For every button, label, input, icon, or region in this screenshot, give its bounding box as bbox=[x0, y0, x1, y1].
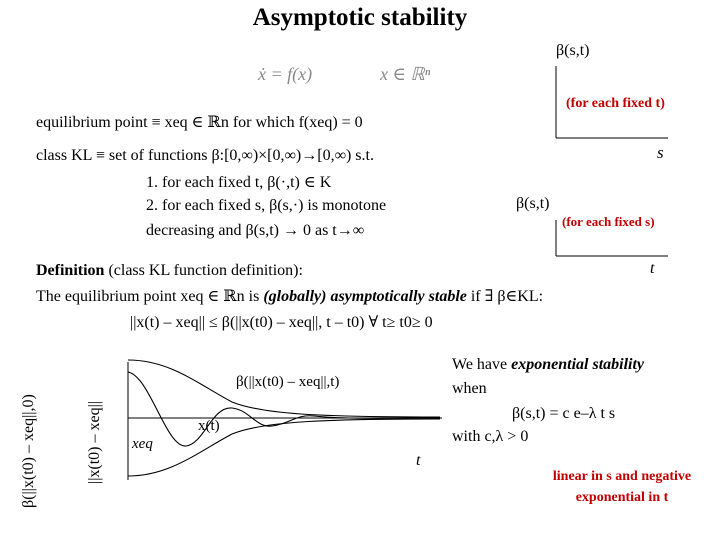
mid-graph-label: β(s,t) bbox=[516, 195, 550, 212]
definition-line-2: The equilibrium point xeq ∈ ℝn is (globa… bbox=[36, 286, 543, 306]
class-kl-line-4: decreasing and β(s,t) → 0 as t→∞ bbox=[146, 222, 365, 239]
definition-line-1: Definition (class KL function definition… bbox=[36, 262, 303, 280]
bottom-plot-trajectory-label: x(t) bbox=[198, 418, 220, 434]
bottom-plot bbox=[127, 359, 442, 480]
exp-stability-emphasis: exponential stability bbox=[511, 356, 645, 373]
mid-graph-axis-label: t bbox=[650, 260, 655, 277]
top-graph-axis-label: s bbox=[657, 143, 664, 162]
top-graph-label: β(s,t) bbox=[556, 42, 590, 59]
class-kl-line-3: 2. for each fixed s, β(s,·) is monotone bbox=[146, 197, 387, 214]
definition-head-rest: (class KL function definition): bbox=[108, 262, 303, 279]
exp-stability-note: linear in s and negative exponential in … bbox=[552, 469, 692, 505]
exp-stability-line-2: when bbox=[452, 380, 487, 397]
bottom-plot-trajectory bbox=[127, 371, 441, 447]
bottom-plot-lower-bound bbox=[127, 418, 441, 477]
bottom-plot-t-label: t bbox=[416, 452, 421, 469]
exp-stability-pre: We have bbox=[452, 356, 508, 373]
definition-emphasis: (globally) asymptotically stable bbox=[263, 288, 467, 305]
mid-graph-note: (for each fixed s) bbox=[562, 214, 655, 229]
definition-line-2-pre: The equilibrium point xeq ∈ ℝn is bbox=[36, 288, 260, 305]
top-graph bbox=[555, 66, 668, 139]
class-kl-line-1: class KL ≡ set of functions β:[0,∞)×[0,∞… bbox=[36, 147, 374, 164]
mid-graph bbox=[555, 220, 668, 257]
top-graph-note: (for each fixed t) bbox=[566, 96, 665, 111]
exp-stability-condition: with c,λ > 0 bbox=[452, 428, 529, 445]
bottom-plot-xeq-label: xeq bbox=[132, 436, 153, 452]
faded-dynamics-equation: ẋ = f(x) bbox=[258, 64, 313, 84]
bottom-plot-curve-label: β(||x(t0) – xeq||,t) bbox=[236, 374, 340, 390]
bottom-plot-upper-bound bbox=[127, 359, 441, 418]
equilibrium-definition: equilibrium point ≡ xeq ∈ ℝn for which f… bbox=[36, 114, 363, 131]
exp-stability-formula: β(s,t) = c e–λ t s bbox=[512, 405, 616, 422]
slide-title: Asymptotic stability bbox=[252, 4, 468, 31]
definition-line-2-post: if ∃ β∈KL: bbox=[470, 288, 544, 305]
definition-inequality: ||x(t) – xeq|| ≤ β(||x(t0) – xeq||, t – … bbox=[130, 314, 433, 331]
class-kl-line-2: 1. for each fixed t, β(·,t) ∈ K bbox=[146, 174, 332, 191]
exp-stability-line-1: We have exponential stability bbox=[452, 356, 644, 374]
definition-head: Definition bbox=[36, 262, 105, 279]
faded-state-space: x ∈ ℝⁿ bbox=[380, 64, 431, 84]
